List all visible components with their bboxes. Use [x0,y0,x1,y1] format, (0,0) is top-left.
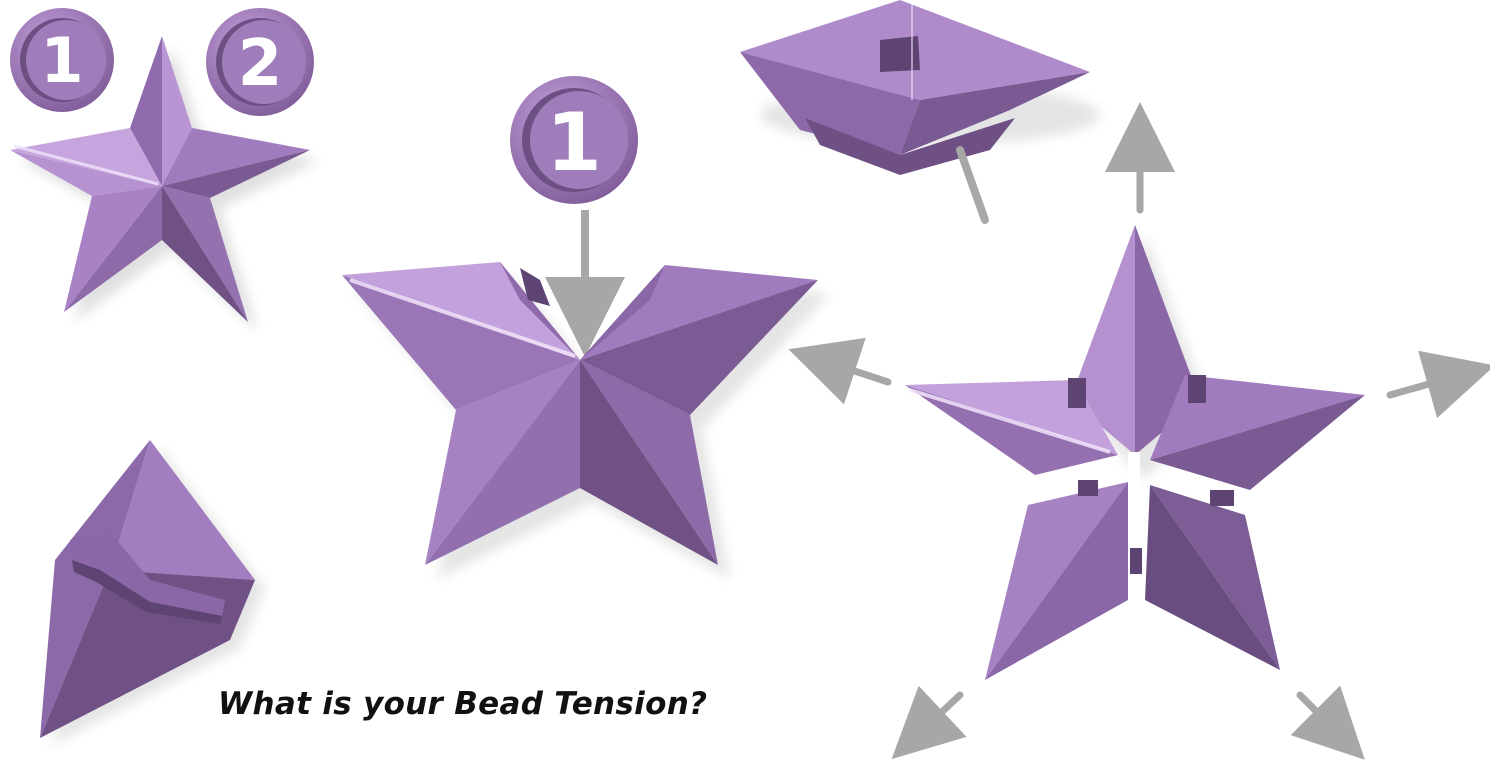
arrow-down-right [1300,695,1345,740]
arrow-down-left [912,695,960,740]
badge-small-1-label: 1 [40,24,83,97]
badge-large-1: 1 [510,76,638,204]
badge-small-2-label: 2 [238,27,283,101]
badge-small-1: 1 [10,8,114,112]
arrow-right [1390,373,1468,395]
arrow-left [815,358,888,382]
badge-small-2: 2 [206,8,314,116]
top-bead-side-view [740,0,1100,220]
caption-text: What is your Bead Tension? [218,686,707,722]
badge-large-1-label: 1 [546,96,602,189]
exploded-star-bead [905,225,1365,680]
